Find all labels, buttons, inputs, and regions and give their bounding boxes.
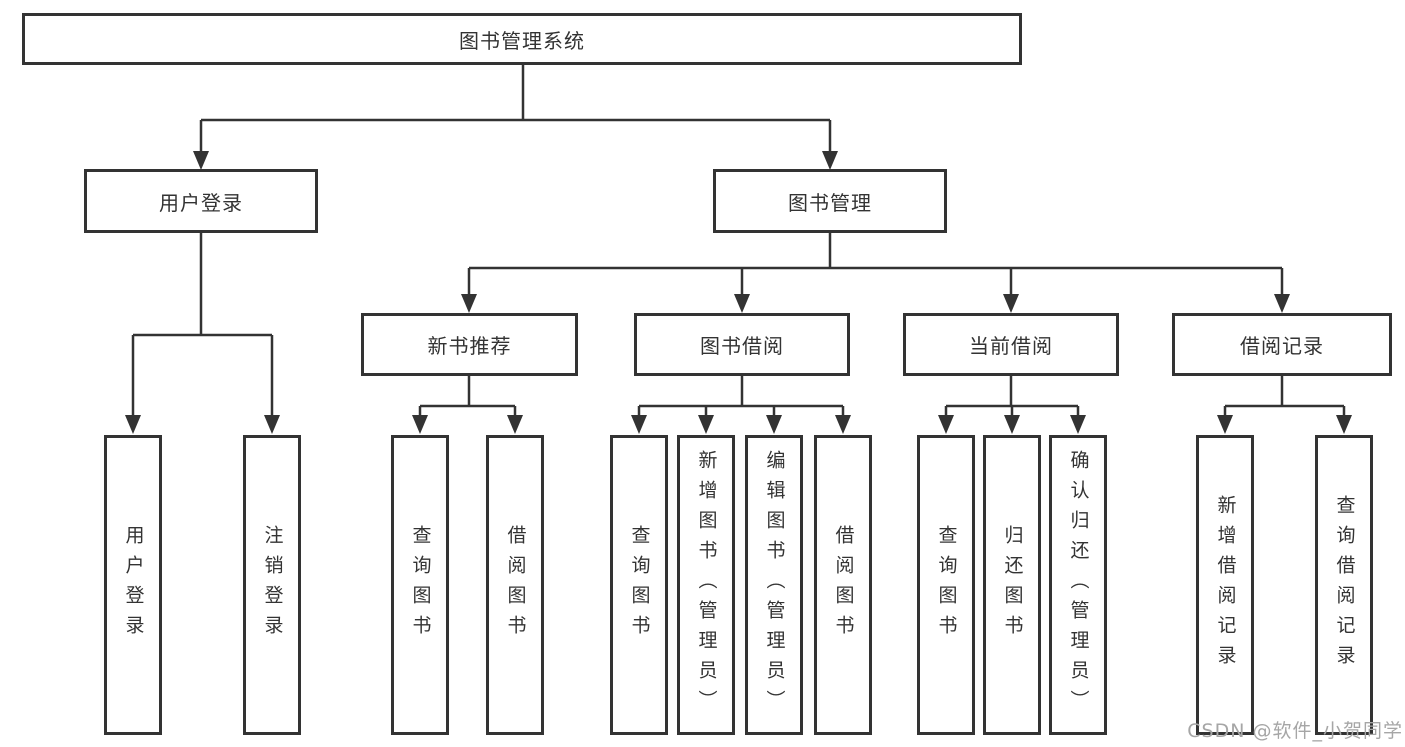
leaf-records-add-record: 新增借阅记录 [1196, 435, 1254, 735]
leaf-recommend-borrow-books: 借阅图书 [486, 435, 544, 735]
node-user-login-group: 用户登录 [84, 169, 318, 233]
leaf-borrow-borrow-books: 借阅图书 [814, 435, 872, 735]
leaf-current-confirm-return-admin: 确认归还（管理员） [1049, 435, 1107, 735]
leaf-recommend-query-books: 查询图书 [391, 435, 449, 735]
node-borrow-records: 借阅记录 [1172, 313, 1392, 376]
csdn-watermark: CSDN @软件_小贺同学 [1187, 720, 1403, 742]
leaf-current-return-books: 归还图书 [983, 435, 1041, 735]
leaf-logout: 注销登录 [243, 435, 301, 735]
leaf-records-query-record: 查询借阅记录 [1315, 435, 1373, 735]
leaf-borrow-edit-books-admin: 编辑图书（管理员） [745, 435, 803, 735]
node-root-system: 图书管理系统 [22, 13, 1022, 65]
leaf-user-login: 用户登录 [104, 435, 162, 735]
connector-user-login-children [131, 233, 274, 417]
leaf-borrow-add-books-admin: 新增图书（管理员） [677, 435, 735, 735]
connector-book-mgmt-children [467, 233, 1284, 296]
leaf-borrow-query-books: 查询图书 [610, 435, 668, 735]
node-book-management-group: 图书管理 [713, 169, 947, 233]
connector-group-children [418, 376, 1346, 417]
connector-root-to-level2 [199, 65, 832, 153]
node-book-borrow: 图书借阅 [634, 313, 850, 376]
node-current-borrow: 当前借阅 [903, 313, 1119, 376]
leaf-current-query-books: 查询图书 [917, 435, 975, 735]
node-new-book-recommend: 新书推荐 [361, 313, 578, 376]
